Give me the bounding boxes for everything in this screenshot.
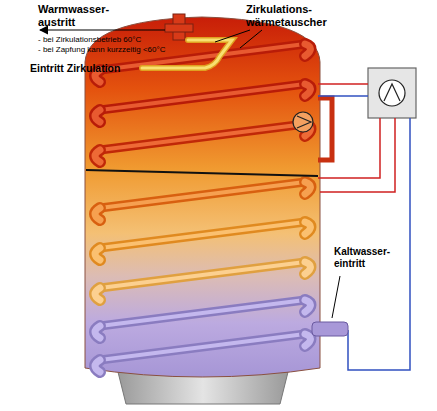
coil-turn	[100, 262, 305, 288]
coil-turn	[100, 124, 305, 150]
note-text: - bei Zapfung kann kurzzeitig <60°C	[38, 45, 208, 54]
coil-turn	[95, 208, 100, 220]
coil-turn	[305, 334, 311, 346]
coil-turn	[100, 262, 305, 288]
coil-turn	[305, 300, 311, 312]
coil-turn	[95, 288, 100, 300]
coil-turn	[100, 334, 305, 360]
coil-turn	[100, 182, 305, 208]
coil-turn	[95, 208, 100, 220]
coil-turn	[305, 44, 311, 56]
coil-turn	[95, 326, 100, 338]
coil-turn	[305, 84, 311, 96]
coil-turn	[95, 150, 100, 162]
part-label: Kaltwasser- eintritt	[334, 246, 406, 269]
coil-turn	[305, 334, 311, 346]
coil-turn	[305, 182, 311, 194]
coil-turn	[100, 84, 305, 110]
coil-turn	[95, 360, 100, 372]
coil-turn	[100, 222, 305, 248]
coil-turn	[95, 248, 100, 260]
coil-turn	[100, 222, 305, 248]
part-label: Zirkulations- wärmetauscher	[246, 3, 356, 28]
coil-turn	[305, 84, 311, 96]
coil-turn	[100, 300, 305, 326]
coil-turn	[305, 222, 311, 234]
coil-turn	[95, 110, 100, 122]
coil-turn	[305, 262, 311, 274]
coil-turn	[95, 288, 100, 300]
coil-turn	[95, 248, 100, 260]
part-label: Eintritt Zirkulation	[30, 62, 142, 74]
coil-turn	[95, 110, 100, 122]
coil-turn	[305, 44, 311, 56]
coil-turn	[95, 150, 100, 162]
coil-turn	[305, 222, 311, 234]
coil-turn	[100, 182, 305, 208]
note-text: - bei Zirkulationsbetrieb 60°C	[38, 35, 208, 44]
coil-turn	[95, 360, 100, 372]
coil-turn	[100, 300, 305, 326]
coil-turn	[100, 84, 305, 110]
coil-turn	[95, 326, 100, 338]
coil-turn	[305, 182, 311, 194]
coil-turn	[305, 262, 311, 274]
coil-turn	[305, 300, 311, 312]
part-label: Warmwasser- austritt	[38, 3, 118, 28]
coil-turn	[100, 334, 305, 360]
coil-turn	[100, 124, 305, 150]
